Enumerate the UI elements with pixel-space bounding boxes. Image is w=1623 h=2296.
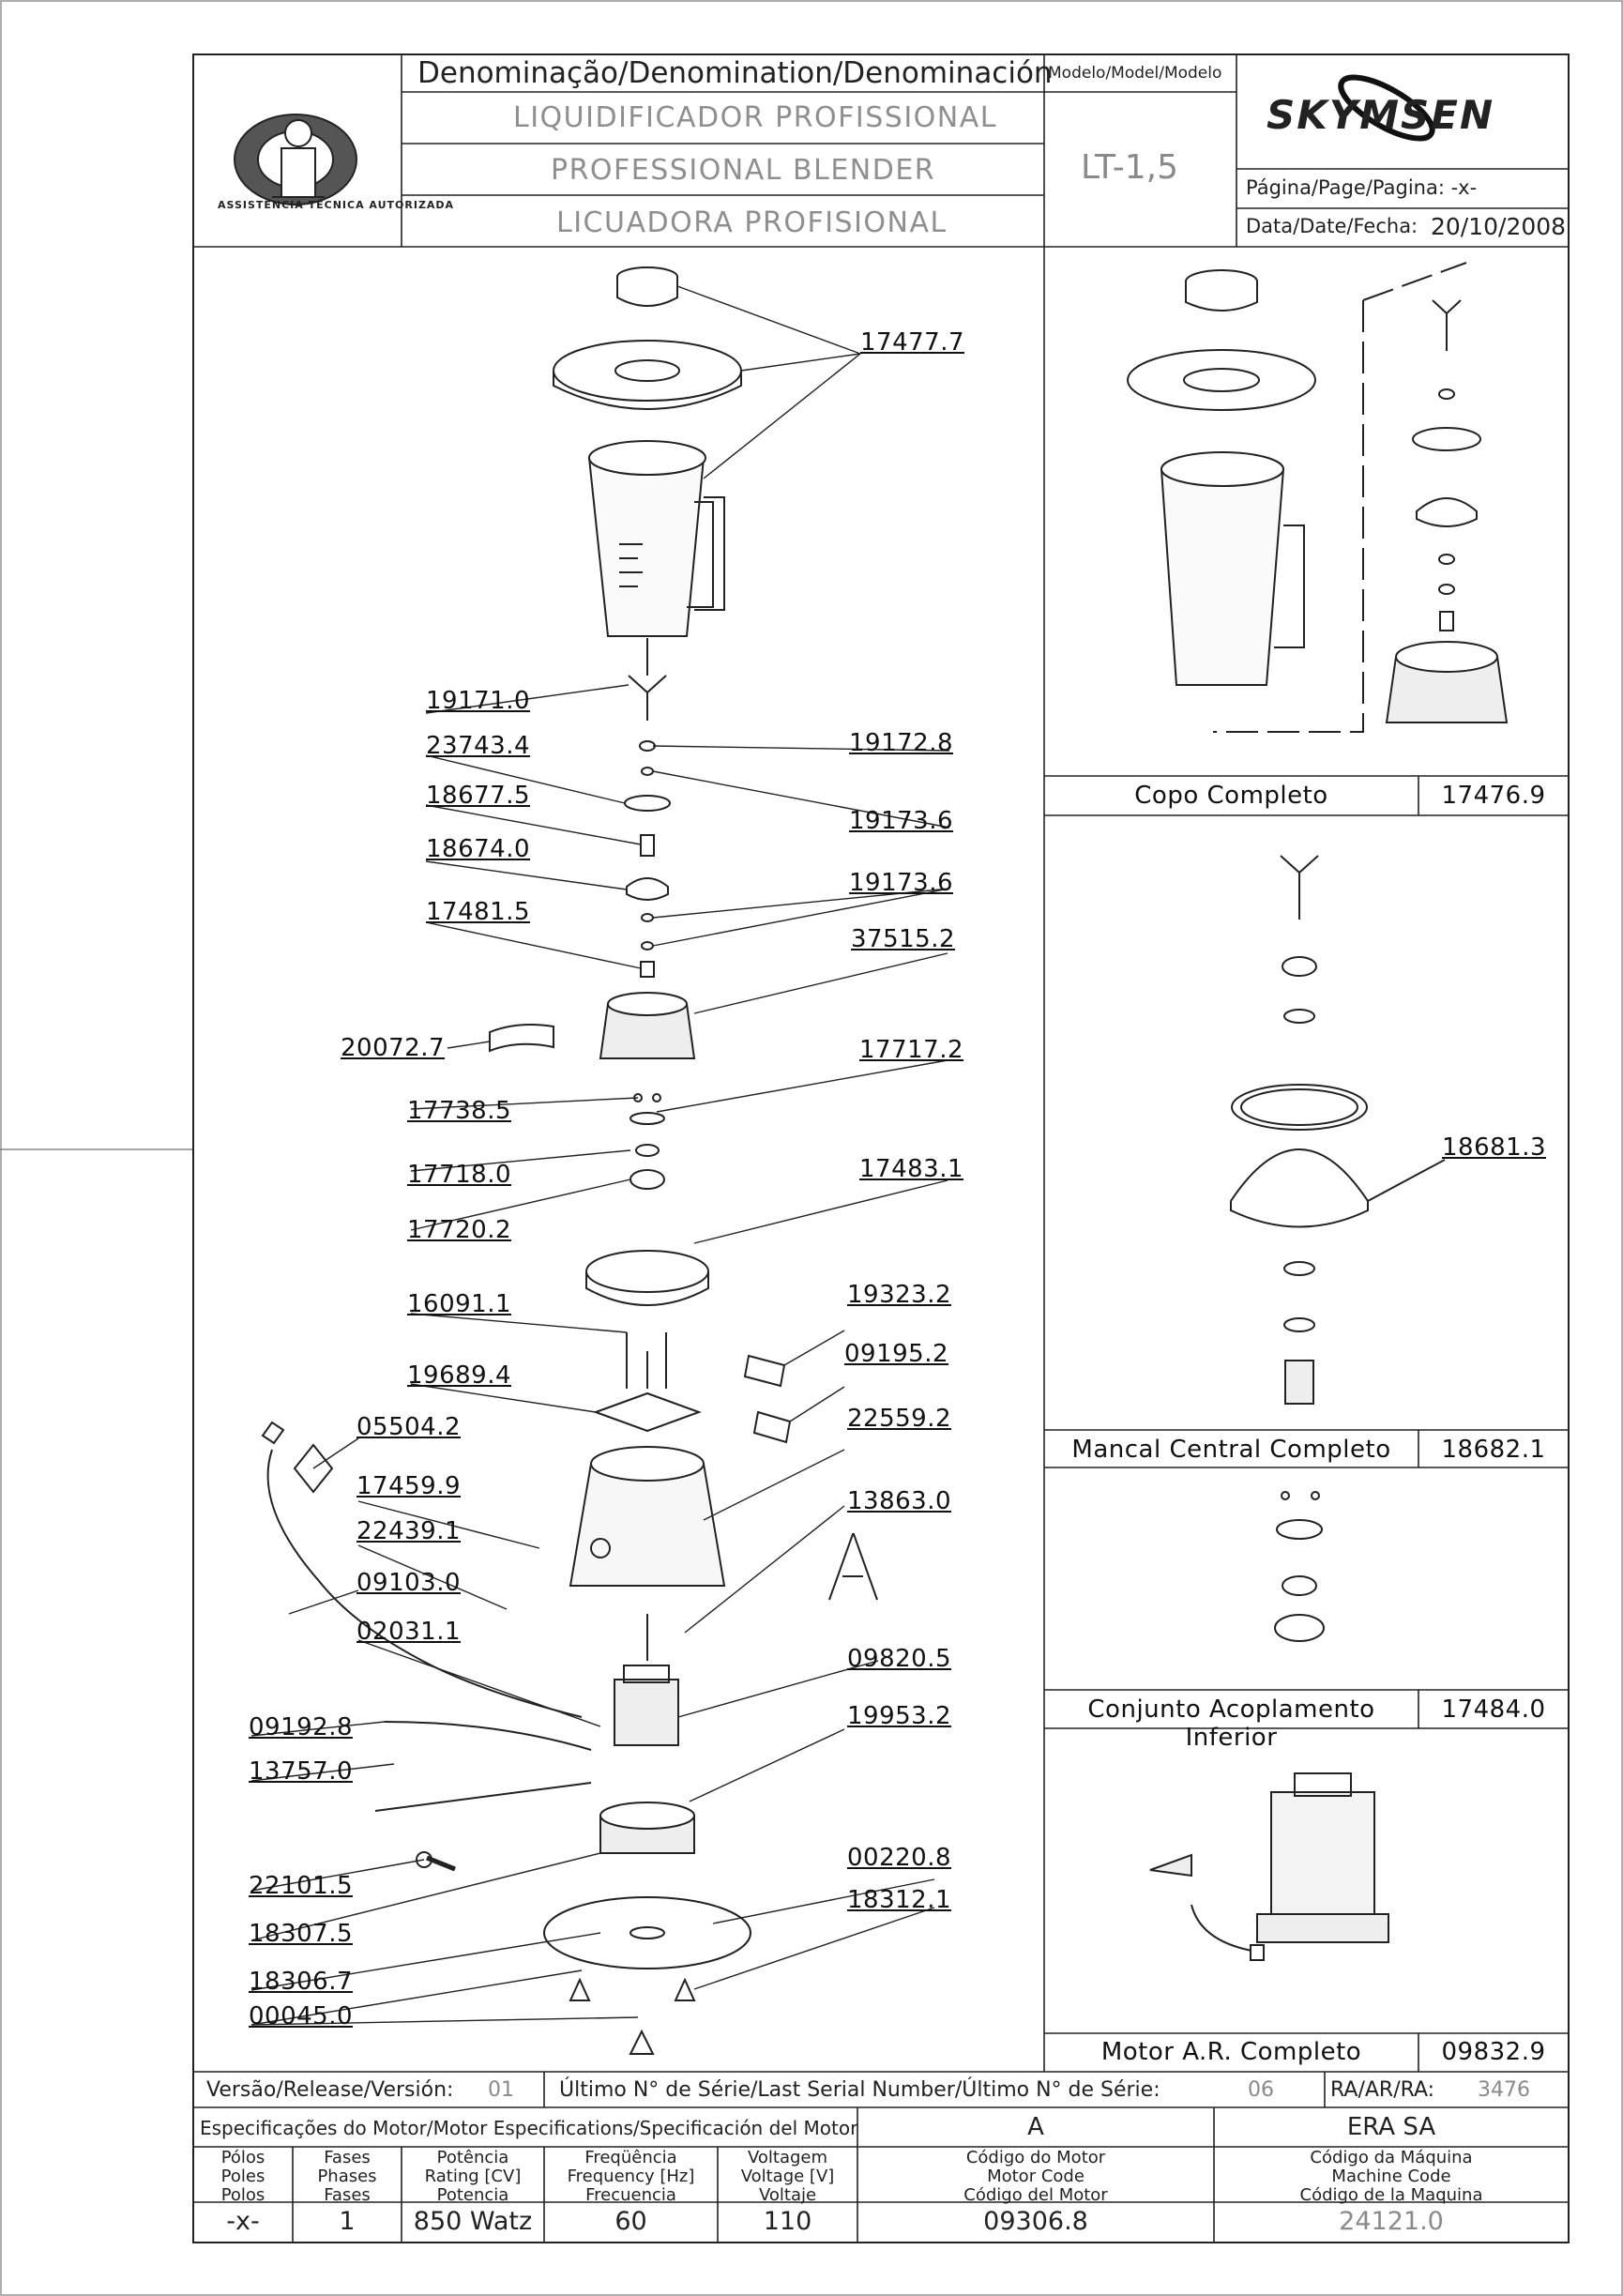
part-label: 17717.2 <box>859 1036 964 1064</box>
detail-marker-shape <box>828 1533 878 1601</box>
name-en: PROFESSIONAL BLENDER <box>551 154 936 187</box>
ra-label: RA/AR/RA: <box>1330 2078 1435 2102</box>
detail-marker: A <box>858 1614 859 1615</box>
part-label: 19323.2 <box>847 1281 952 1309</box>
assembly-drawings <box>1127 262 1509 1961</box>
part-label: 22101.5 <box>249 1872 354 1900</box>
poles-value: -x- <box>226 2207 260 2236</box>
voltage-value: 110 <box>763 2207 812 2236</box>
brand-logo: SKYMSEN <box>1267 92 1495 138</box>
motor-code-value: 09306.8 <box>983 2207 1088 2236</box>
part-label: 16091.1 <box>407 1290 512 1318</box>
part-label: 19953.2 <box>847 1702 952 1730</box>
motor-code-header: Código do Motor Motor Code Código del Mo… <box>963 2148 1108 2205</box>
spec-era: ERA SA <box>1346 2113 1436 2141</box>
part-label: 09820.5 <box>847 1645 952 1673</box>
exploded-drawing <box>261 266 792 2055</box>
logo-emblem <box>234 114 357 205</box>
machine-code-value: 24121.0 <box>1339 2207 1444 2236</box>
phases-value: 1 <box>339 2207 356 2236</box>
part-label: 09195.2 <box>844 1340 949 1368</box>
part-label: 22559.2 <box>847 1405 952 1433</box>
part-label: 18312.1 <box>847 1886 952 1914</box>
date-label: Data/Date/Fecha: <box>1246 215 1418 237</box>
part-label: 18306.7 <box>249 1968 354 1996</box>
model-value: LT-1,5 <box>1081 148 1179 187</box>
part-label: 19171.0 <box>426 687 531 715</box>
bearing-part-label: 18681.3 <box>1442 1133 1547 1162</box>
part-label: 17477.7 <box>860 328 965 357</box>
part-label: 19173.6 <box>849 807 954 835</box>
power-header: Potência Rating [CV] Potencia <box>424 2148 522 2205</box>
part-label: 05504.2 <box>356 1413 462 1441</box>
assembly-name: Mancal Central Completo <box>1071 1436 1391 1464</box>
power-value: 850 Watz <box>413 2207 533 2236</box>
name-es: LICUADORA PROFISIONAL <box>556 206 948 239</box>
assembly-code: 17484.0 <box>1441 1695 1546 1724</box>
assembly-code: 18682.1 <box>1441 1436 1546 1464</box>
part-label: 19173.6 <box>849 869 954 897</box>
part-label: 17483.1 <box>859 1155 964 1183</box>
serial-label: Último N° de Série/Last Serial Number/Úl… <box>559 2078 1160 2102</box>
part-label: 19172.8 <box>849 729 954 757</box>
assembly-name: Conjunto Acoplamento Inferior <box>1087 1695 1375 1752</box>
part-label: 02031.1 <box>356 1618 462 1646</box>
model-label: Modelo/Model/Modelo <box>1048 64 1222 83</box>
voltage-header: Voltagem Voltage [V] Voltaje <box>740 2148 835 2205</box>
part-label: 17459.9 <box>356 1472 462 1500</box>
part-label: 37515.2 <box>851 925 956 953</box>
denomination-label: Denominação/Denomination/Denominación <box>417 56 1053 90</box>
part-label: 19689.4 <box>407 1361 512 1390</box>
brand-swoosh <box>1338 74 1435 142</box>
part-label: 13863.0 <box>847 1487 952 1515</box>
version-label: Versão/Release/Versión: <box>206 2078 454 2102</box>
part-label: 18677.5 <box>426 782 531 810</box>
part-label: 18307.5 <box>249 1920 354 1948</box>
ra-value: 3476 <box>1478 2078 1530 2102</box>
part-label: 20072.7 <box>341 1034 446 1062</box>
assembly-name: Motor A.R. Completo <box>1100 2038 1362 2066</box>
assembly-code: 09832.9 <box>1441 2038 1546 2066</box>
date-value: 20/10/2008 <box>1431 213 1567 240</box>
part-label: 23743.4 <box>426 732 531 760</box>
part-label: 17481.5 <box>426 898 531 926</box>
machine-code-header: Código da Máquina Machine Code Código de… <box>1299 2148 1483 2205</box>
frequency-header: Freqüência Frequency [Hz] Frecuencia <box>567 2148 695 2205</box>
part-label: 00220.8 <box>847 1844 952 1872</box>
version-value: 01 <box>488 2078 514 2102</box>
page-label: Página/Page/Pagina: -x- <box>1246 176 1478 199</box>
assembly-name: Copo Completo <box>1134 782 1328 810</box>
part-label: 18674.0 <box>426 835 531 863</box>
assembly-code: 17476.9 <box>1441 782 1546 810</box>
logo-text: ASSISTÊNCIA TÉCNICA AUTORIZADA <box>218 199 455 211</box>
spec-a: A <box>1027 2113 1044 2141</box>
part-label: 00045.0 <box>249 2002 354 2030</box>
serial-value: 06 <box>1248 2078 1274 2102</box>
frequency-value: 60 <box>614 2207 647 2236</box>
part-label: 13757.0 <box>249 1757 354 1786</box>
spec-label: Especificações do Motor/Motor Especifica… <box>200 2117 858 2139</box>
part-label: 17738.5 <box>407 1097 512 1125</box>
part-label: 22439.1 <box>356 1517 462 1545</box>
part-label: 17720.2 <box>407 1216 512 1244</box>
poles-header: Pólos Poles Polos <box>220 2148 265 2205</box>
part-label: 09103.0 <box>356 1569 462 1597</box>
part-label: 17718.0 <box>407 1161 512 1189</box>
phases-header: Fases Phases Fases <box>317 2148 377 2205</box>
name-pt: LIQUIDIFICADOR PROFISSIONAL <box>513 101 997 134</box>
leader-lines <box>250 285 950 2026</box>
part-label: 09192.8 <box>249 1713 354 1741</box>
